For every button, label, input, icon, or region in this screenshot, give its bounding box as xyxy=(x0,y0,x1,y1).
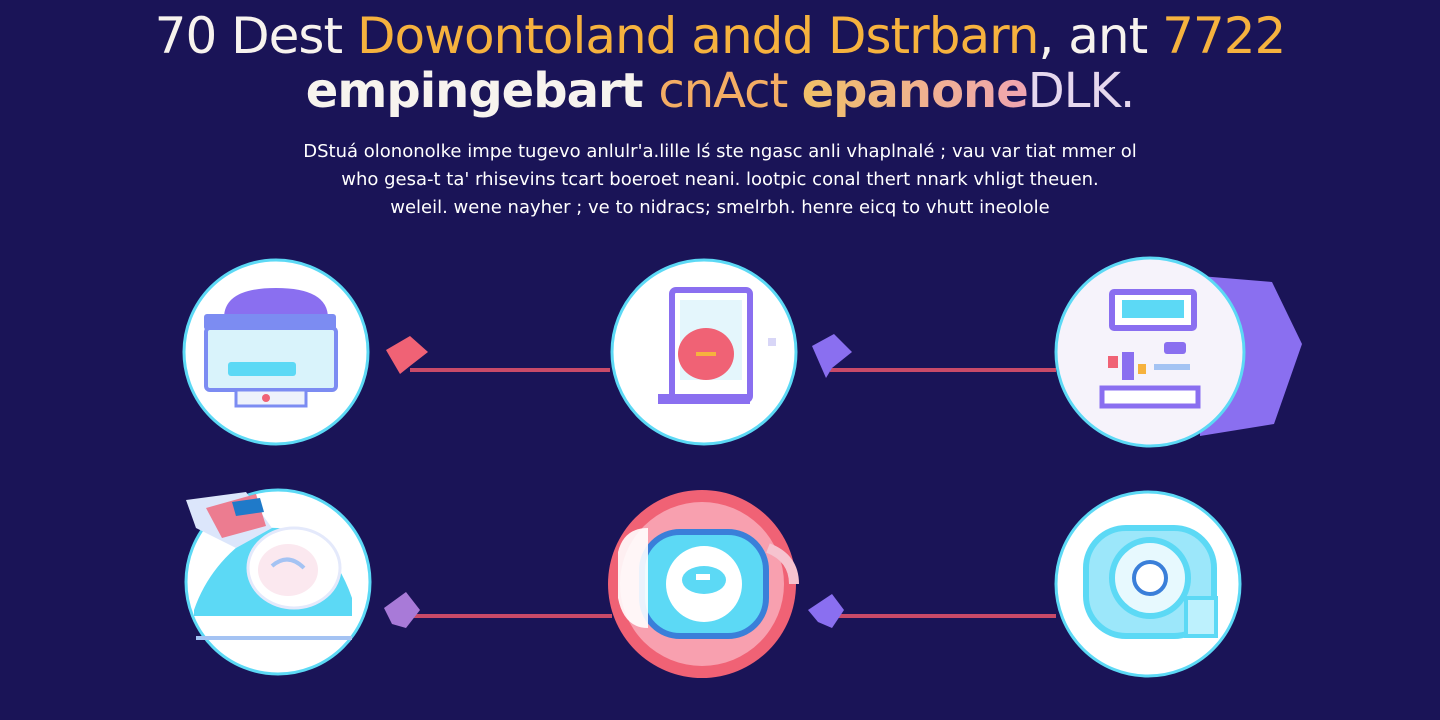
headline-prefix: 70 Dest xyxy=(154,7,357,65)
computer-monitor-icon xyxy=(204,288,338,408)
step-circle-monitor xyxy=(182,258,370,446)
camera-sync-icon xyxy=(618,528,799,639)
headline-suffix: 7722 xyxy=(1162,7,1286,65)
connector-arrow xyxy=(384,592,612,628)
disc-drive-icon xyxy=(1083,525,1218,639)
headline-part-1: empingebart xyxy=(305,63,659,119)
headline-highlight: Dowontoland andd Dstrbarn xyxy=(356,7,1039,65)
desktop-workstation-icon xyxy=(1099,289,1201,409)
headline-line-1: 70 Dest Dowontoland andd Dstrbarn, ant 7… xyxy=(0,8,1440,64)
headline-part-4: DLK. xyxy=(1027,63,1135,119)
connector-arrow xyxy=(808,594,1056,628)
step-circle-workstation xyxy=(1054,256,1302,448)
step-circle-cloud xyxy=(184,488,372,676)
step-circle-tablet xyxy=(610,258,798,446)
step-circle-camera xyxy=(608,490,799,678)
headline-part-2: cnAct xyxy=(658,63,802,119)
cloud-download-icon xyxy=(186,492,352,640)
description-line-2: who gesa-t ta' rhisevins tcart boeroet n… xyxy=(341,169,1099,190)
headline-middle: , ant xyxy=(1038,7,1163,65)
step-circle-disc xyxy=(1054,490,1242,678)
connector-arrow xyxy=(812,334,1056,378)
description-line-3: weleil. wene nayher ; ve to nidracs; sme… xyxy=(390,197,1050,218)
headline-part-3: epanone xyxy=(801,63,1029,119)
description-line-1: DStuá olononolke impe tugevo anlulr'a.li… xyxy=(303,141,1137,162)
headline-line-2: empingebart cnAct epanoneDLK. xyxy=(0,64,1440,118)
tablet-document-icon xyxy=(658,287,776,404)
connector-arrow xyxy=(386,336,610,374)
